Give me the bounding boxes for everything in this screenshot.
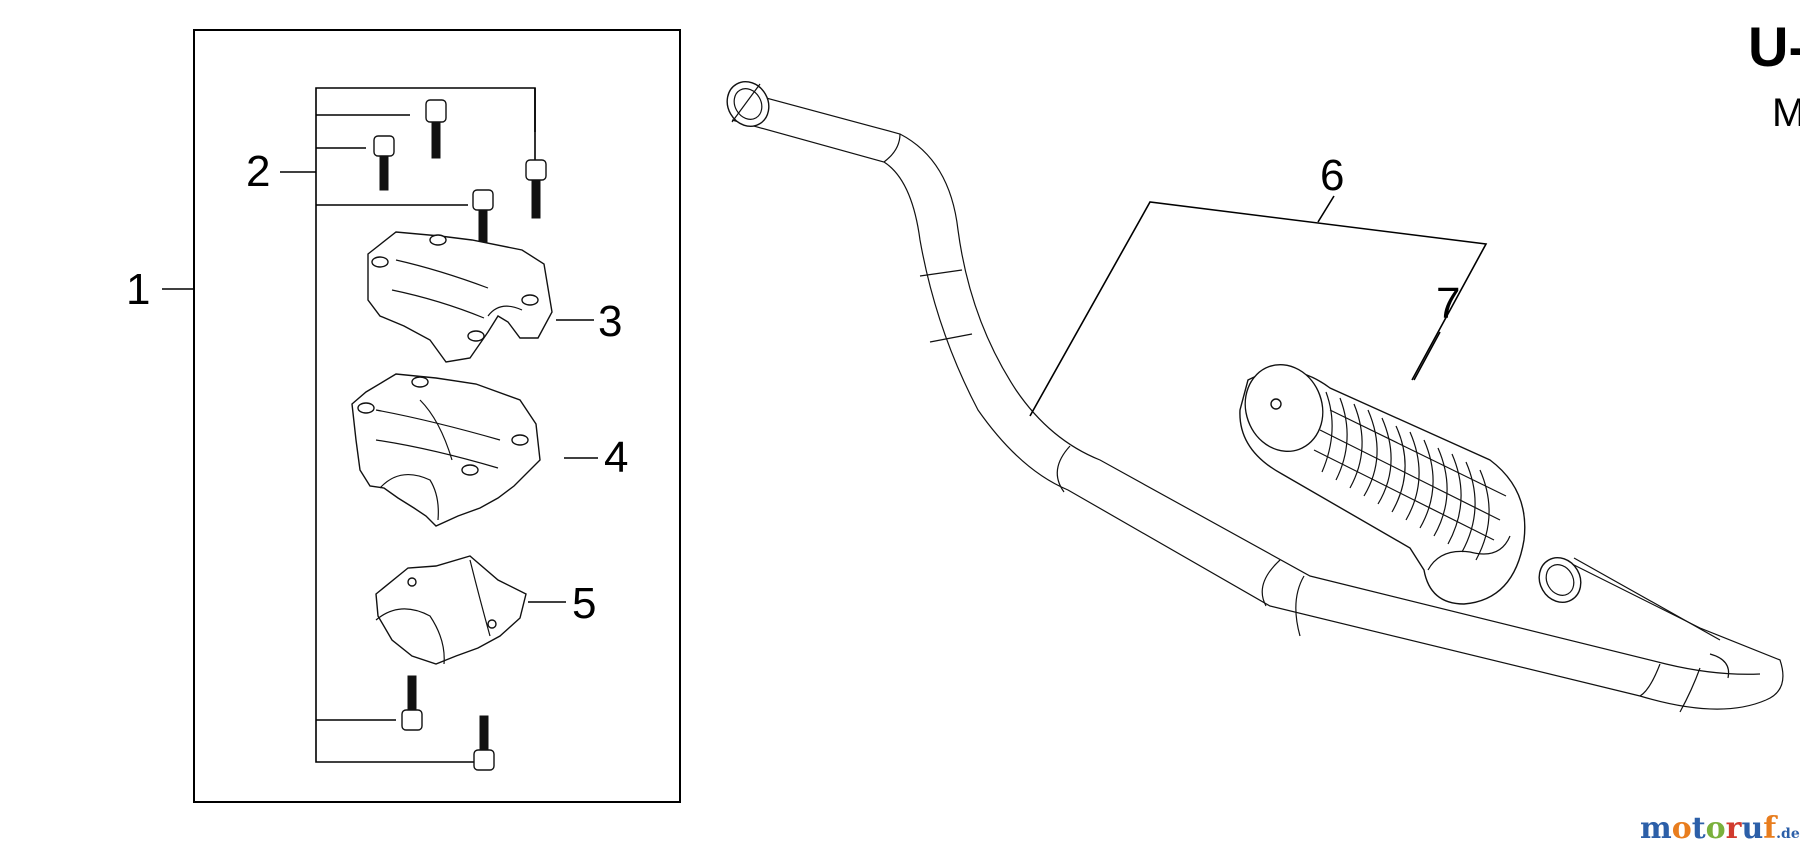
watermark-logo: motoruf.de — [1640, 811, 1800, 846]
callout-3: 3 — [598, 297, 622, 346]
callout-5: 5 — [572, 579, 596, 628]
kit-frame — [193, 29, 681, 803]
bolt-4 — [472, 189, 494, 249]
bolt-6 — [473, 715, 495, 771]
lower-clamp — [351, 373, 541, 527]
wm-letter: o — [1672, 811, 1692, 846]
wm-letter: o — [1706, 811, 1726, 846]
leader-7 — [1413, 331, 1441, 381]
wm-suffix: .de — [1776, 826, 1800, 842]
grip — [1239, 363, 1526, 605]
bolt-bracket — [280, 87, 536, 763]
callout-1: 1 — [126, 265, 150, 314]
wm-letter: f — [1763, 811, 1778, 846]
callout-4: 4 — [604, 433, 628, 482]
bolt-3 — [525, 159, 547, 219]
callout-6: 6 — [1320, 151, 1344, 200]
wm-letter: m — [1640, 811, 1672, 846]
diagram-code: U- — [1748, 15, 1800, 78]
bolt-2 — [373, 135, 395, 191]
saddle — [375, 555, 527, 665]
leader-6 — [1029, 195, 1488, 417]
handlebar — [726, 81, 1784, 713]
callout-2: 2 — [246, 147, 270, 196]
wm-letter: t — [1692, 811, 1706, 846]
bolt-5 — [401, 675, 423, 731]
diagram-subcode: M — [1772, 91, 1800, 135]
wm-letter: r — [1726, 811, 1743, 846]
wm-letter: u — [1741, 811, 1763, 846]
bolt-1 — [425, 99, 447, 159]
upper-clamp — [367, 231, 553, 363]
callout-7: 7 — [1436, 279, 1460, 328]
